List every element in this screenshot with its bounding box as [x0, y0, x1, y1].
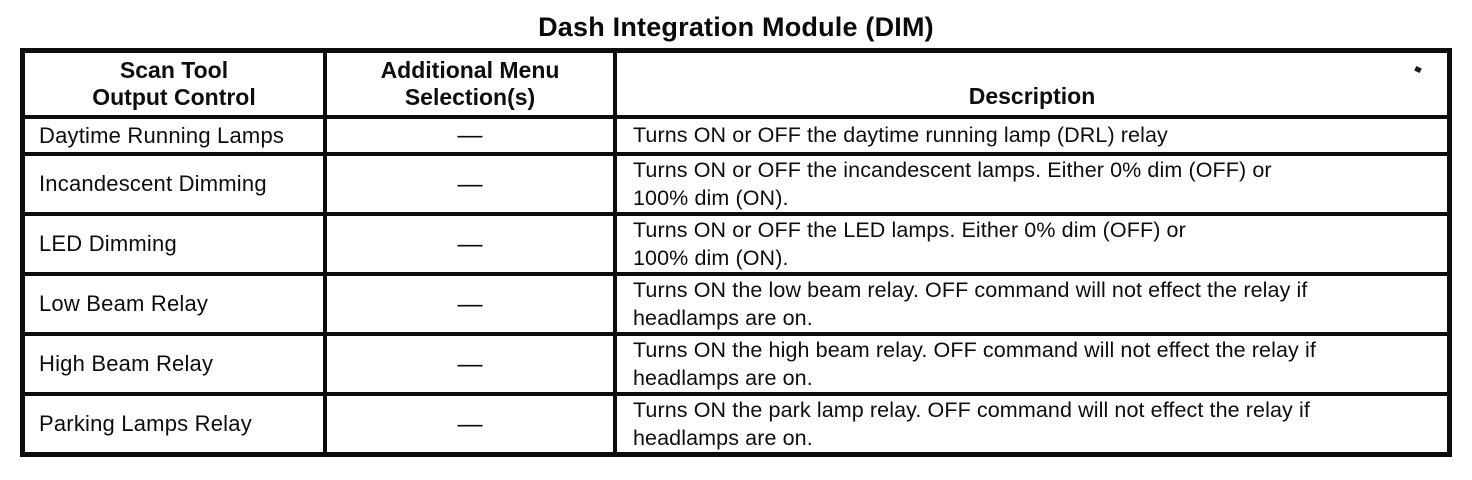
menu-cell: —	[323, 336, 613, 392]
description-cell: Turns ON or OFF the daytime running lamp…	[613, 119, 1447, 152]
header-line: Additional Menu	[380, 57, 560, 83]
control-cell: Daytime Running Lamps	[25, 119, 323, 152]
page-title: Dash Integration Module (DIM)	[538, 12, 934, 42]
table-row: High Beam Relay — Turns ON the high beam…	[25, 332, 1447, 392]
table-header-row: Scan Tool Output Control Additional Menu…	[25, 53, 1447, 115]
control-label: Low Beam Relay	[39, 291, 209, 316]
description-cell: Turns ON or OFF the incandescent lamps. …	[613, 156, 1447, 212]
menu-cell: —	[323, 396, 613, 452]
menu-dash: —	[457, 169, 483, 198]
header-scan-tool-output-control: Scan Tool Output Control	[25, 53, 323, 115]
description-line: Turns ON the park lamp relay. OFF comman…	[633, 397, 1310, 422]
menu-dash: —	[457, 289, 483, 318]
table-row: LED Dimming — Turns ON or OFF the LED la…	[25, 212, 1447, 272]
description-line: Turns ON or OFF the LED lamps. Either 0%…	[633, 217, 1186, 242]
menu-dash: —	[457, 349, 483, 378]
description-line: 100% dim (ON).	[633, 245, 789, 270]
description-cell: Turns ON the high beam relay. OFF comman…	[613, 336, 1447, 392]
header-additional-menu-selections: Additional Menu Selection(s)	[323, 53, 613, 115]
description-line: Turns ON the high beam relay. OFF comman…	[633, 337, 1316, 362]
table-body: Daytime Running Lamps — Turns ON or OFF …	[25, 115, 1447, 452]
control-cell: Parking Lamps Relay	[25, 396, 323, 452]
header-line: Selection(s)	[404, 84, 536, 110]
menu-dash: —	[457, 121, 483, 149]
menu-dash: —	[457, 409, 483, 438]
dim-table: Scan Tool Output Control Additional Menu…	[20, 48, 1452, 457]
description-line: headlamps are on.	[633, 365, 813, 390]
description-line: headlamps are on.	[633, 305, 813, 330]
description-line: Turns ON or OFF the incandescent lamps. …	[633, 157, 1272, 182]
menu-cell: —	[323, 156, 613, 212]
header-line: Scan Tool	[119, 57, 229, 83]
description-line: 100% dim (ON).	[633, 185, 789, 210]
description-cell: Turns ON or OFF the LED lamps. Either 0%…	[613, 216, 1447, 272]
control-cell: Incandescent Dimming	[25, 156, 323, 212]
header-description: Description	[613, 53, 1447, 115]
description-line: Turns ON the low beam relay. OFF command…	[633, 277, 1308, 302]
header-line: Description	[968, 83, 1096, 109]
menu-cell: —	[323, 216, 613, 272]
control-label: LED Dimming	[39, 231, 177, 256]
table-row: Parking Lamps Relay — Turns ON the park …	[25, 392, 1447, 452]
table-row: Incandescent Dimming — Turns ON or OFF t…	[25, 152, 1447, 212]
control-label: Incandescent Dimming	[39, 171, 267, 196]
table-row: Daytime Running Lamps — Turns ON or OFF …	[25, 115, 1447, 152]
control-label: Daytime Running Lamps	[39, 122, 285, 148]
control-label: High Beam Relay	[39, 351, 214, 376]
description-cell: Turns ON the low beam relay. OFF command…	[613, 276, 1447, 332]
menu-cell: —	[323, 276, 613, 332]
description-cell: Turns ON the park lamp relay. OFF comman…	[613, 396, 1447, 452]
table-row: Low Beam Relay — Turns ON the low beam r…	[25, 272, 1447, 332]
description-line: headlamps are on.	[633, 425, 813, 450]
menu-cell: —	[323, 119, 613, 152]
header-line: Output Control	[92, 84, 256, 110]
scan-artifact-speck	[1414, 65, 1422, 74]
control-label: Parking Lamps Relay	[39, 411, 252, 436]
menu-dash: —	[457, 229, 483, 258]
control-cell: LED Dimming	[25, 216, 323, 272]
control-cell: High Beam Relay	[25, 336, 323, 392]
description-line: Turns ON or OFF the daytime running lamp…	[633, 123, 1168, 147]
control-cell: Low Beam Relay	[25, 276, 323, 332]
